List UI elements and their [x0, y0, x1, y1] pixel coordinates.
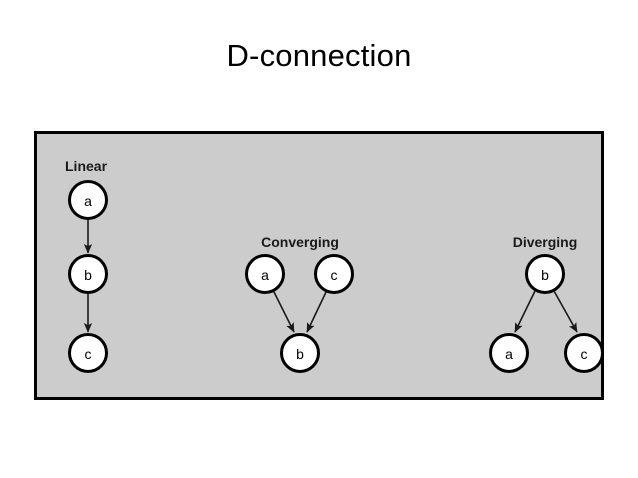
edge-diverging-b-to-a [514, 290, 536, 333]
node-linear-b[interactable]: b [68, 254, 108, 294]
node-linear-a[interactable]: a [68, 180, 108, 220]
node-circle [525, 254, 565, 294]
node-label: a [84, 193, 92, 209]
node-linear-c[interactable]: c [68, 333, 108, 373]
node-converging-a[interactable]: a [245, 254, 285, 294]
node-label: b [541, 267, 549, 283]
edge-diverging-b-to-c [553, 290, 578, 333]
group-linear: Linear a b c [65, 158, 108, 373]
edge-converging-a-to-b [272, 289, 295, 333]
page-title: D-connection [226, 38, 412, 73]
node-circle [245, 254, 285, 294]
group-label-converging: Converging [261, 234, 339, 250]
group-label-linear: Linear [65, 158, 108, 174]
node-label: b [84, 267, 92, 283]
edge-converging-c-to-b [306, 289, 328, 333]
node-circle [564, 333, 604, 373]
node-label: c [581, 346, 588, 362]
group-converging: Converging a c b [245, 234, 354, 373]
node-circle [68, 180, 108, 220]
node-circle [280, 333, 320, 373]
group-label-diverging: Diverging [513, 234, 578, 250]
node-diverging-a[interactable]: a [489, 333, 529, 373]
node-label: c [85, 346, 92, 362]
node-diverging-c[interactable]: c [564, 333, 604, 373]
group-diverging: Diverging b a c [489, 234, 604, 373]
node-circle [314, 254, 354, 294]
node-converging-c[interactable]: c [314, 254, 354, 294]
node-converging-b[interactable]: b [280, 333, 320, 373]
diagram-canvas: Linear a b c Co [65, 158, 604, 373]
node-label: a [505, 346, 513, 362]
node-diverging-b[interactable]: b [525, 254, 565, 294]
node-label: a [261, 267, 269, 283]
node-circle [489, 333, 529, 373]
node-label: b [296, 346, 304, 362]
diagram-panel: Linear a b c Co [34, 131, 604, 400]
node-label: c [331, 267, 338, 283]
node-circle [68, 333, 108, 373]
node-circle [68, 254, 108, 294]
